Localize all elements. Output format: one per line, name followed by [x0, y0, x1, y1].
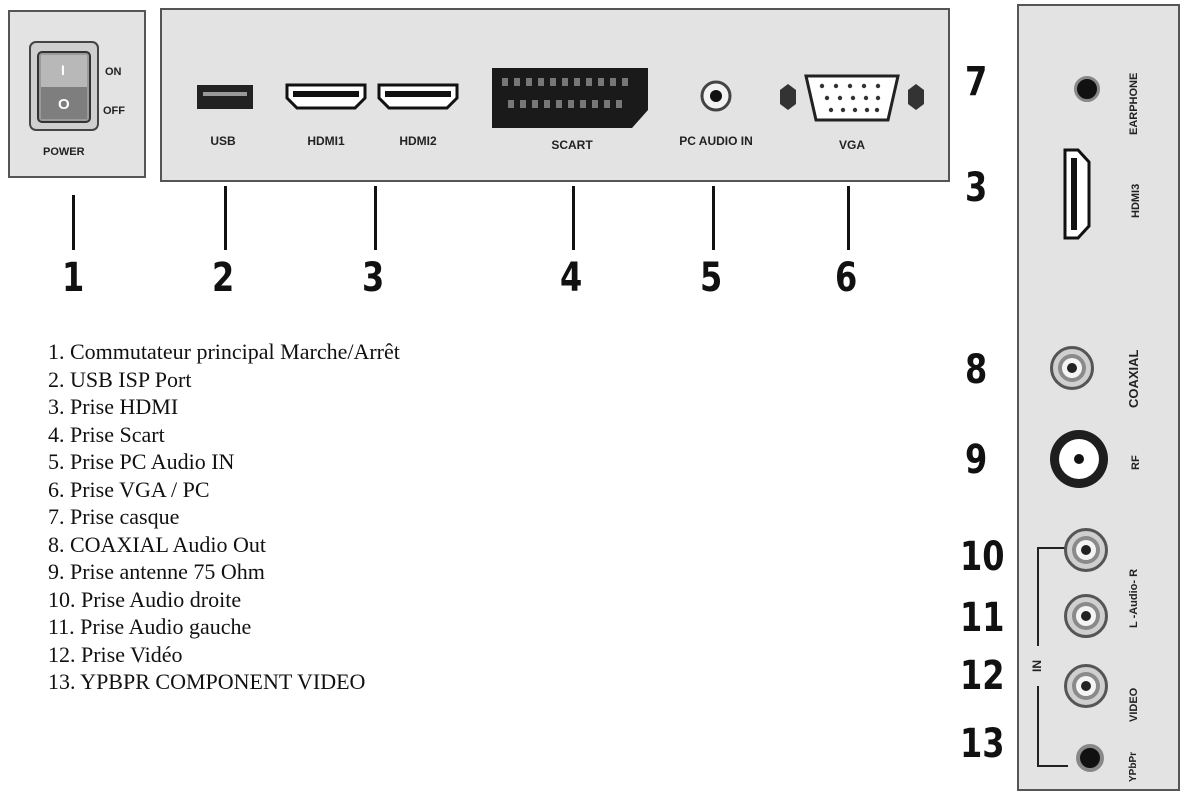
legend-item: 4. Prise Scart — [48, 421, 165, 447]
hdmi1-label: HDMI1 — [307, 134, 345, 148]
power-on-label: ON — [105, 66, 122, 78]
earphone-jack-icon — [1074, 76, 1100, 102]
rf-label: RF — [1130, 455, 1142, 470]
leader-line-6 — [847, 186, 850, 250]
scart-port-icon — [492, 68, 648, 128]
power-label: POWER — [43, 146, 85, 158]
scart-label: SCART — [551, 138, 593, 152]
hdmi3-port-icon — [1063, 148, 1091, 240]
legend-item: 6. Prise VGA / PC — [48, 476, 210, 502]
switch-off-mark: O — [58, 96, 70, 113]
video-jack-icon — [1064, 664, 1108, 708]
leader-line-2 — [224, 186, 227, 250]
usb-label: USB — [210, 134, 236, 148]
callout-number-3-side: 3 — [965, 165, 988, 211]
leader-line-1 — [72, 195, 75, 250]
hdmi1-port-icon — [285, 83, 367, 110]
in-label: IN — [1030, 660, 1044, 672]
earphone-label: EARPHONE — [1128, 72, 1140, 135]
usb-port-icon — [197, 85, 253, 109]
callout-number-4: 4 — [560, 255, 583, 301]
connector-legend: 1. Commutateur principal Marche/Arrêt 2.… — [48, 338, 400, 696]
legend-item: 5. Prise PC Audio IN — [48, 449, 235, 474]
legend-item: 10. Prise Audio droite — [48, 586, 242, 612]
audio-left-jack-icon — [1064, 594, 1108, 638]
callout-number-10: 10 — [960, 534, 1005, 580]
coaxial-label: COAXIAL — [1126, 349, 1141, 409]
callout-number-8: 8 — [965, 347, 988, 393]
legend-item: 12. Prise Vidéo — [48, 641, 183, 667]
audio-right-jack-icon — [1064, 528, 1108, 572]
callout-number-7: 7 — [965, 59, 988, 105]
callout-number-3: 3 — [362, 255, 385, 301]
legend-item: 11. Prise Audio gauche — [48, 614, 252, 639]
pc-audio-jack-icon — [700, 80, 732, 112]
legend-item: 2. USB ISP Port — [48, 366, 192, 392]
ypbpr-jack-icon — [1076, 744, 1104, 772]
callout-number-2: 2 — [212, 255, 235, 301]
legend-item: 13. YPBPR COMPONENT VIDEO — [48, 669, 366, 694]
legend-item: 1. Commutateur principal Marche/Arrêt — [48, 339, 400, 364]
callout-number-6: 6 — [835, 255, 858, 301]
pc-audio-in-label: PC AUDIO IN — [679, 134, 753, 148]
callout-number-9: 9 — [965, 437, 988, 483]
side-connector-panel — [1017, 4, 1180, 791]
vga-label: VGA — [838, 138, 866, 152]
leader-line-3 — [374, 186, 377, 250]
callout-number-11: 11 — [960, 595, 1005, 641]
callout-number-13: 13 — [960, 721, 1005, 767]
audio-lr-label: L -Audio- R — [1128, 568, 1140, 628]
ypbpr-label: YPbPr — [1128, 751, 1139, 782]
vga-port-icon — [780, 74, 924, 122]
switch-on-mark: I — [61, 62, 65, 78]
legend-item: 3. Prise HDMI — [48, 394, 179, 419]
legend-item: 9. Prise antenne 75 Ohm — [48, 559, 265, 584]
leader-line-4 — [572, 186, 575, 250]
leader-line-5 — [712, 186, 715, 250]
in-group-bracket — [1037, 547, 1068, 767]
callout-number-12: 12 — [960, 653, 1005, 699]
callout-number-1: 1 — [62, 255, 85, 301]
power-switch-icon — [29, 41, 99, 131]
callout-number-5: 5 — [700, 255, 723, 301]
power-off-label: OFF — [103, 105, 125, 117]
coaxial-jack-icon — [1050, 346, 1094, 390]
legend-item: 7. Prise casque — [48, 504, 180, 529]
rf-antenna-jack-icon — [1050, 430, 1108, 488]
hdmi2-port-icon — [377, 83, 459, 110]
legend-item: 8. COAXIAL Audio Out — [48, 531, 266, 557]
hdmi3-label: HDMI3 — [1130, 183, 1142, 218]
video-label: VIDEO — [1128, 687, 1140, 722]
hdmi2-label: HDMI2 — [399, 134, 437, 148]
